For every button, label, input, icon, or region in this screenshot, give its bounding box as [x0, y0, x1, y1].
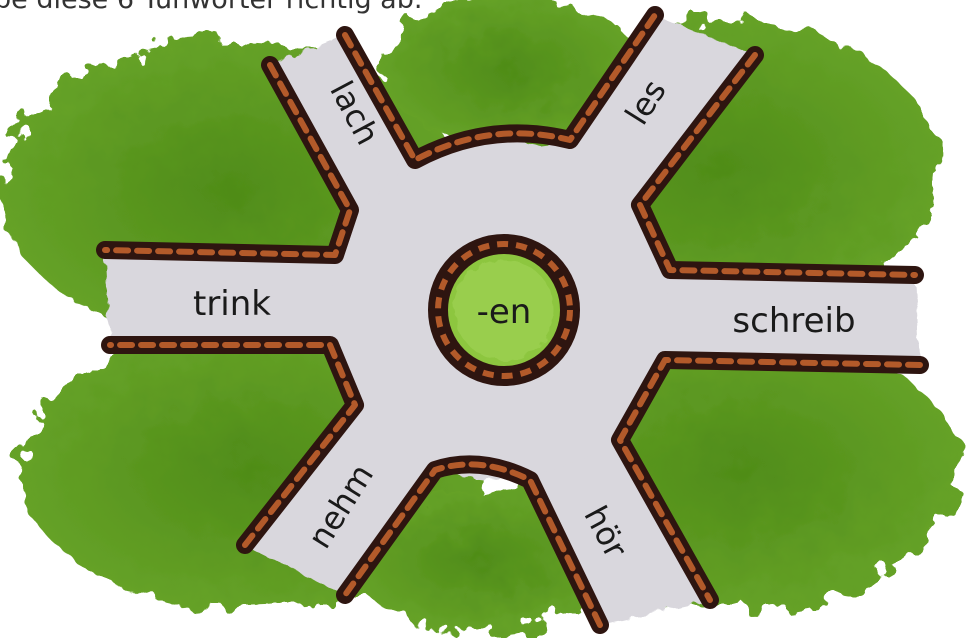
- stem-label-schreib: schreib: [732, 301, 855, 341]
- center-suffix-label: -en: [477, 292, 532, 332]
- instruction-text: be diese 6 Tunwörter richtig ab.: [0, 0, 422, 15]
- stem-label-trink: trink: [193, 284, 271, 324]
